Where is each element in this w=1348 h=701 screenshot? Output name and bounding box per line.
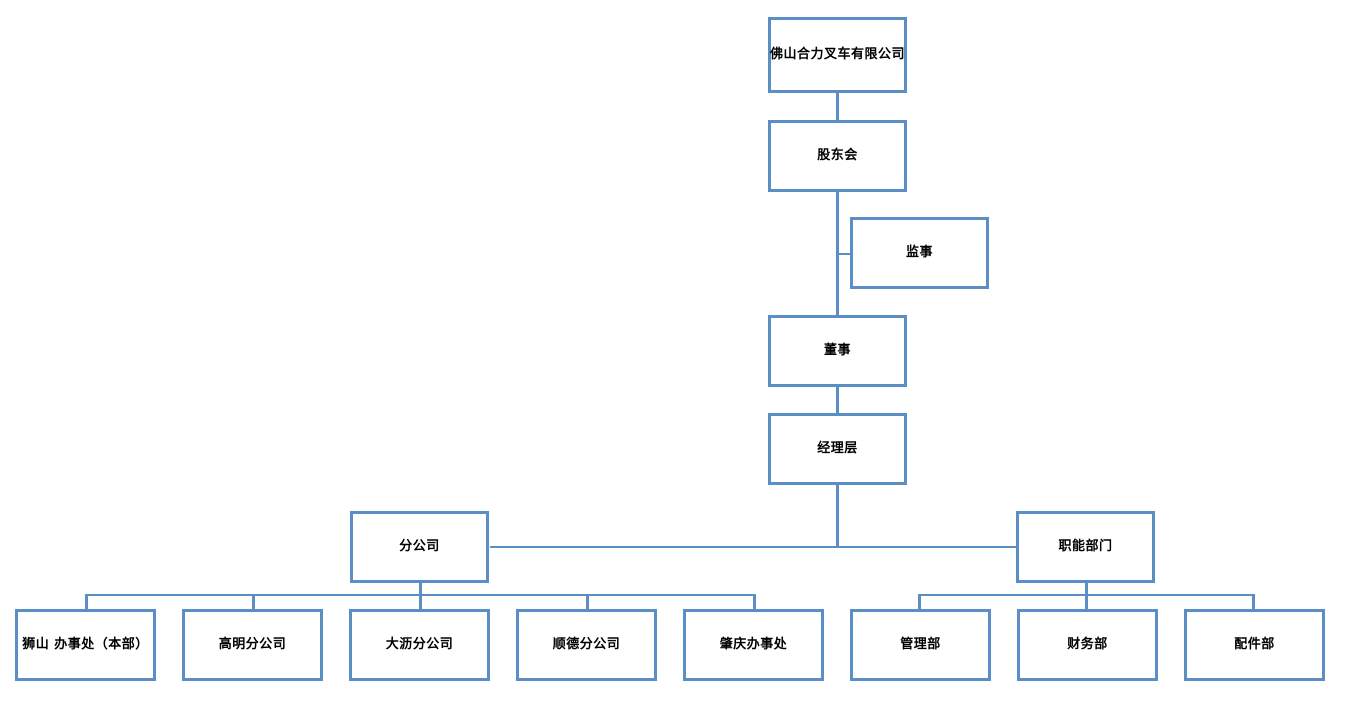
node-management[interactable]: 经理层 xyxy=(768,413,907,485)
node-shareholders-label: 股东会 xyxy=(817,148,858,164)
connector-director-to-management xyxy=(836,387,839,415)
node-branch-child-1[interactable]: 狮山 办事处（本部） xyxy=(15,609,156,681)
node-department-child-1[interactable]: 管理部 xyxy=(850,609,991,681)
node-branch-child-1-label: 狮山 办事处（本部） xyxy=(22,637,149,653)
connector-departments-to-childbus xyxy=(1085,583,1088,596)
connector-management-to-bus xyxy=(836,483,839,547)
connector-level-bus xyxy=(490,546,1018,548)
connector-stem-branch-2 xyxy=(252,594,255,609)
node-supervisor[interactable]: 监事 xyxy=(850,217,989,289)
connector-company-to-shareholders xyxy=(836,93,839,123)
connector-stem-branch-5 xyxy=(753,594,756,609)
connector-spine-to-supervisor xyxy=(836,253,852,255)
node-department-child-3-label: 配件部 xyxy=(1234,637,1275,653)
node-branch-child-4[interactable]: 顺德分公司 xyxy=(516,609,657,681)
node-supervisor-label: 监事 xyxy=(905,245,933,261)
node-branch-child-3[interactable]: 大沥分公司 xyxy=(349,609,490,681)
node-management-label: 经理层 xyxy=(817,441,858,457)
node-department-child-1-label: 管理部 xyxy=(900,637,941,653)
node-branch-child-2-label: 高明分公司 xyxy=(218,637,287,653)
node-department-child-2-label: 财务部 xyxy=(1067,637,1108,653)
node-departments[interactable]: 职能部门 xyxy=(1016,511,1155,583)
node-branch-child-4-label: 顺德分公司 xyxy=(552,637,621,653)
connector-stem-department-1 xyxy=(918,594,921,609)
connector-stem-branch-1 xyxy=(85,594,88,609)
node-branches[interactable]: 分公司 xyxy=(350,511,489,583)
node-department-child-2[interactable]: 财务部 xyxy=(1017,609,1158,681)
node-branch-child-3-label: 大沥分公司 xyxy=(385,637,454,653)
node-branch-child-2[interactable]: 高明分公司 xyxy=(182,609,323,681)
node-branches-label: 分公司 xyxy=(399,539,440,555)
connector-stem-department-2 xyxy=(1085,594,1088,609)
connector-stem-branch-3 xyxy=(419,594,422,609)
node-company[interactable]: 佛山合力叉车有限公司 xyxy=(768,17,907,93)
node-director[interactable]: 董事 xyxy=(768,315,907,387)
connector-branches-to-childbus xyxy=(419,583,422,596)
node-branch-child-5-label: 肇庆办事处 xyxy=(719,637,788,653)
node-director-label: 董事 xyxy=(823,343,851,359)
node-department-child-3[interactable]: 配件部 xyxy=(1184,609,1325,681)
node-departments-label: 职能部门 xyxy=(1058,539,1113,555)
node-branch-child-5[interactable]: 肇庆办事处 xyxy=(683,609,824,681)
connector-stem-branch-4 xyxy=(586,594,589,609)
node-shareholders[interactable]: 股东会 xyxy=(768,120,907,192)
connector-stem-department-3 xyxy=(1252,594,1255,609)
node-company-label: 佛山合力叉车有限公司 xyxy=(770,47,906,63)
